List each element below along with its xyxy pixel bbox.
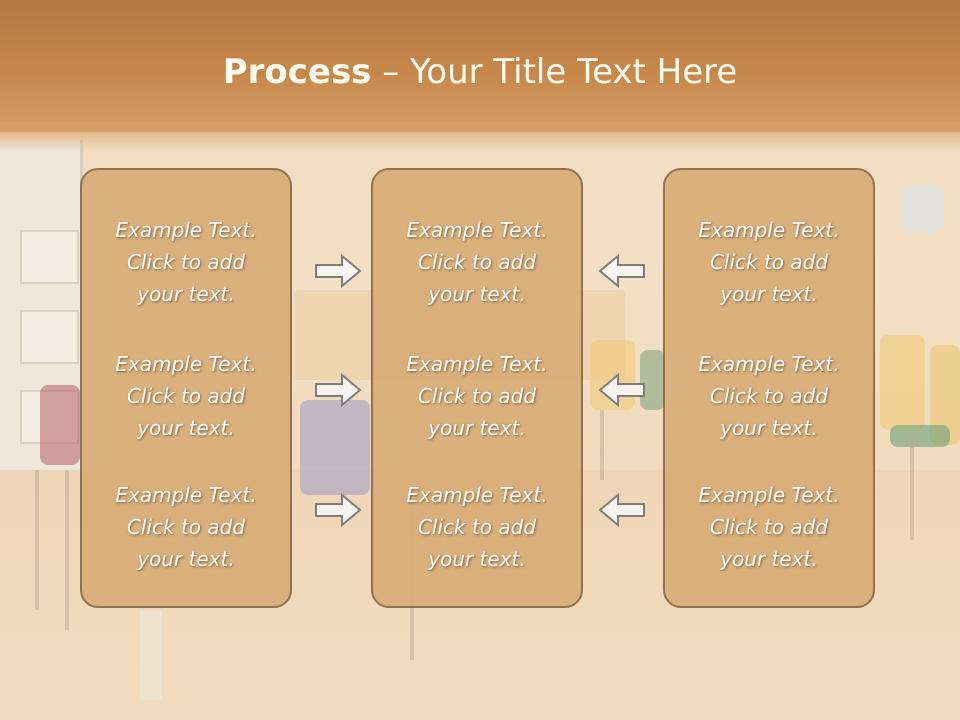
text-line: Example Text. [115, 218, 257, 242]
text-line: Click to add [126, 515, 246, 539]
text-placeholder[interactable]: Example Text. Click to add your text. [373, 479, 581, 575]
left-arrow-icon[interactable] [598, 493, 646, 527]
text-line: Example Text. [406, 218, 548, 242]
slide-title[interactable]: Process – Your Title Text Here [0, 52, 960, 92]
left-arrow-icon[interactable] [598, 254, 646, 288]
text-placeholder[interactable]: Example Text. Click to add your text. [665, 348, 873, 444]
text-line: your text. [428, 282, 526, 306]
background-chair-leg [910, 440, 914, 540]
background-chair-seat-green [890, 425, 950, 447]
text-placeholder[interactable]: Example Text. Click to add your text. [373, 348, 581, 444]
text-placeholder[interactable]: Example Text. Click to add your text. [82, 214, 290, 310]
text-line: Example Text. [406, 352, 548, 376]
text-placeholder[interactable]: Example Text. Click to add your text. [82, 348, 290, 444]
text-placeholder[interactable]: Example Text. Click to add your text. [665, 479, 873, 575]
text-line: Click to add [417, 515, 537, 539]
text-placeholder[interactable]: Example Text. Click to add your text. [82, 479, 290, 575]
background-chair-blue [300, 400, 370, 495]
text-line: Click to add [709, 384, 829, 408]
text-line: your text. [137, 416, 235, 440]
text-line: Example Text. [698, 218, 840, 242]
title-band [0, 0, 960, 132]
title-bold: Process [222, 52, 372, 92]
text-line: your text. [137, 282, 235, 306]
title-rest: – Your Title Text Here [371, 52, 738, 92]
background-table-leg [140, 610, 162, 700]
text-line: Example Text. [115, 483, 257, 507]
text-line: Click to add [126, 384, 246, 408]
text-line: Example Text. [698, 483, 840, 507]
background-chair-leg [65, 470, 69, 630]
process-box-right[interactable]: Example Text. Click to add your text. Ex… [663, 168, 875, 608]
process-box-center[interactable]: Example Text. Click to add your text. Ex… [371, 168, 583, 608]
text-line: your text. [720, 547, 818, 571]
process-box-left[interactable]: Example Text. Click to add your text. Ex… [80, 168, 292, 608]
background-chair-green [640, 350, 665, 410]
text-line: Click to add [709, 250, 829, 274]
right-arrow-icon[interactable] [314, 254, 362, 288]
text-line: Example Text. [698, 352, 840, 376]
text-placeholder[interactable]: Example Text. Click to add your text. [373, 214, 581, 310]
background-chair-yellow-right [880, 335, 925, 430]
text-line: your text. [720, 416, 818, 440]
text-line: Click to add [126, 250, 246, 274]
text-line: your text. [428, 416, 526, 440]
background-chair-leg [35, 470, 39, 610]
title-band-fade [0, 122, 960, 152]
right-arrow-icon[interactable] [314, 373, 362, 407]
text-line: Click to add [709, 515, 829, 539]
text-line: your text. [428, 547, 526, 571]
shelf-cell [20, 310, 79, 364]
text-line: Click to add [417, 250, 537, 274]
text-line: your text. [137, 547, 235, 571]
background-chair-leg [600, 410, 604, 480]
shelf-cell [20, 230, 79, 284]
background-poster [902, 185, 944, 233]
left-arrow-icon[interactable] [598, 373, 646, 407]
text-line: Example Text. [406, 483, 548, 507]
text-line: Click to add [417, 384, 537, 408]
text-placeholder[interactable]: Example Text. Click to add your text. [665, 214, 873, 310]
text-line: your text. [720, 282, 818, 306]
background-chair-red [40, 385, 80, 465]
right-arrow-icon[interactable] [314, 493, 362, 527]
text-line: Example Text. [115, 352, 257, 376]
